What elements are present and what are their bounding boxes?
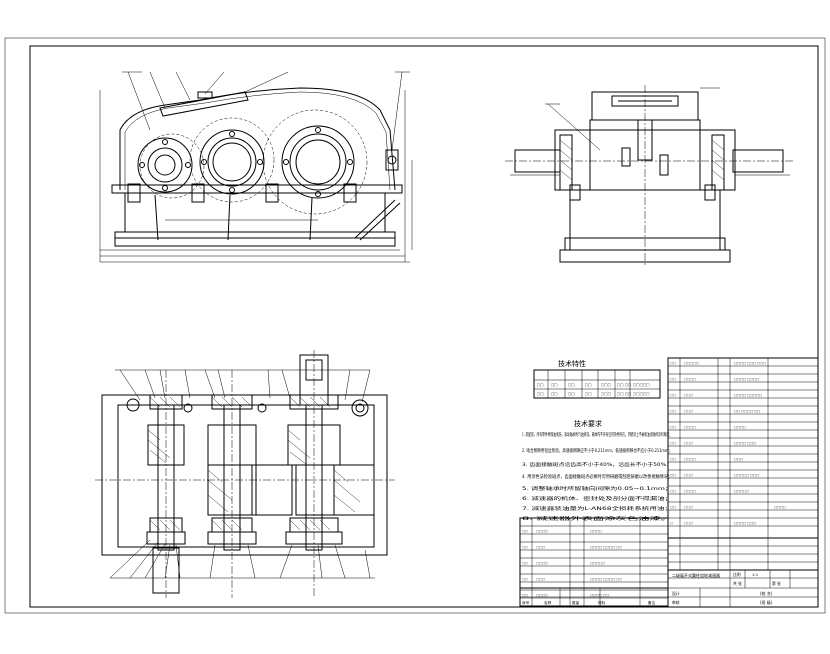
parts-header-material: 材料 bbox=[598, 600, 606, 605]
side-view bbox=[505, 85, 795, 265]
svg-text:□□□□□ □□□: □□□□□ □□□ bbox=[734, 473, 759, 477]
drawing-frame bbox=[29, 45, 819, 608]
parts-list-middle bbox=[667, 537, 819, 571]
svg-text:□□: □□ bbox=[522, 561, 528, 565]
spec-table-title: 技术特性 bbox=[558, 359, 586, 368]
svg-text:□□□□ □□□ □□□: □□□□ □□□ □□□ bbox=[734, 361, 766, 365]
svg-text:□□□□ □□□□□: □□□□ □□□□□ bbox=[734, 393, 762, 397]
plan-section-view bbox=[95, 350, 395, 598]
svg-text:□□□□: □□□□ bbox=[684, 457, 696, 461]
svg-text:□□ □□: □□ □□ bbox=[617, 392, 631, 396]
svg-text:□□□□: □□□□ bbox=[684, 425, 696, 429]
svg-text:□□□□ □□□: □□□□ □□□ bbox=[734, 521, 756, 525]
parts-list-upper: □□□□□□□□□□□ □□□ □□□ □□□□□□□□□□ □□□□ □□□□… bbox=[667, 357, 819, 539]
svg-text:□□: □□ bbox=[537, 383, 544, 387]
title-scale-label: 比例 bbox=[733, 572, 741, 577]
svg-text:□□□: □□□ bbox=[684, 409, 693, 413]
svg-text:□□□□□: □□□□□ bbox=[734, 489, 749, 493]
parts-list-lower: 序号 名称 数量 材料 备注 □□□□□□□□□□ □□□□□□□□□ □□□□… bbox=[519, 517, 669, 607]
technical-requirements: 技术要求 1. 装配前，所有零件用煤油清洗，滚动轴承用汽油清洗，箱体内不许有任何… bbox=[522, 419, 672, 522]
front-view bbox=[99, 71, 413, 263]
tech-req-line-3: 3. 齿面接触斑点沿齿高不小于40%，沿齿长不小于50%； bbox=[522, 461, 672, 468]
svg-text:□□□□ □□□□: □□□□ □□□□ bbox=[734, 377, 759, 381]
svg-text:□□□: □□□ bbox=[684, 521, 693, 525]
svg-text:□□: □□ bbox=[670, 489, 676, 493]
svg-text:□□□□: □□□□ bbox=[536, 593, 548, 597]
svg-text:□□: □□ bbox=[670, 457, 676, 461]
svg-text:□□: □□ bbox=[670, 441, 676, 445]
sheet-outer-border bbox=[4, 37, 826, 614]
svg-text:□□ □□: □□ □□ bbox=[617, 383, 631, 387]
title-class: (班 级) bbox=[760, 599, 773, 605]
svg-text:□□: □□ bbox=[522, 577, 528, 581]
svg-text:□□: □□ bbox=[670, 409, 676, 413]
svg-text:□□□□: □□□□ bbox=[536, 561, 548, 565]
svg-text:□□□□: □□□□ bbox=[536, 529, 548, 533]
title-school: (校 名) bbox=[760, 590, 773, 596]
svg-text:□□: □□ bbox=[670, 377, 676, 381]
svg-text:□□□□: □□□□ bbox=[734, 425, 746, 429]
svg-text:□□: □□ bbox=[537, 392, 544, 396]
svg-text:□□□□ □□: □□□□ □□ bbox=[590, 593, 609, 597]
svg-text:□□□: □□□ bbox=[536, 545, 545, 549]
parts-header-note: 备注 bbox=[648, 600, 656, 605]
title-block-left bbox=[519, 587, 669, 608]
tech-req-line-5: 5. 调整轴承时所留轴向间隙为0.05~0.1mm； bbox=[522, 485, 672, 492]
title-drawing-name: 二级展开式圆柱齿轮减速器 bbox=[672, 572, 720, 578]
tech-req-line-2: 2. 啮合侧隙用铅丝检验，高速级侧隙应不小于0.211mm，低速级侧隙也不应小于… bbox=[522, 447, 672, 454]
spec-table: 技术特性 □□□□□□ □□□□□□□ □□□□□□□ □□□□□□ □□□□□… bbox=[533, 359, 661, 399]
svg-text:□□: □□ bbox=[670, 361, 676, 365]
svg-text:□□□: □□□ bbox=[734, 457, 743, 461]
svg-text:□□: □□ bbox=[522, 593, 528, 597]
title-block: 二级展开式圆柱齿轮减速器 比例 1:1 共 张 第 张 设计 审核 (校 名) … bbox=[667, 569, 819, 608]
svg-text:□□: □□ bbox=[670, 425, 676, 429]
parts-header-no: 序号 bbox=[522, 600, 530, 605]
svg-text:□□□□ □□□□ □□: □□□□ □□□□ □□ bbox=[590, 577, 622, 581]
tech-req-line-4: 4. 用涂色法检验斑点，齿面接触斑点必要时可用研磨或刮后研磨以改善接触情况； bbox=[522, 473, 672, 480]
svg-text:□□□□□: □□□□□ bbox=[633, 392, 650, 396]
svg-text:□□: □□ bbox=[551, 383, 558, 387]
svg-text:□□□□: □□□□ bbox=[774, 505, 786, 509]
tech-req-title: 技术要求 bbox=[574, 419, 602, 428]
svg-text:□□□□□: □□□□□ bbox=[590, 561, 605, 565]
svg-text:□□: □□ bbox=[670, 505, 676, 509]
svg-text:□: □ bbox=[670, 521, 673, 525]
svg-text:□□□: □□□ bbox=[684, 473, 693, 477]
svg-text:□□□: □□□ bbox=[684, 441, 693, 445]
svg-text:□□: □□ bbox=[585, 383, 592, 387]
svg-text:□□: □□ bbox=[585, 392, 592, 396]
svg-text:□□: □□ bbox=[568, 392, 575, 396]
svg-text:□□□: □□□ bbox=[684, 505, 693, 509]
svg-text:□□□□: □□□□ bbox=[684, 377, 696, 381]
tech-req-line-1: 1. 装配前，所有零件用煤油清洗，滚动轴承用汽油清洗，箱体内不许有任何杂物存在。… bbox=[522, 431, 672, 438]
svg-text:□□□□ □□□□ □□: □□□□ □□□□ □□ bbox=[590, 545, 622, 549]
title-scale-value: 1:1 bbox=[752, 572, 759, 577]
tech-req-line-6: 6. 减速器的机体、密封处及剖分面不得漏油； bbox=[522, 495, 672, 502]
svg-text:□□: □□ bbox=[568, 383, 575, 387]
title-sheet-no-label: 第 张 bbox=[772, 581, 781, 586]
svg-text:□□□□ □□□: □□□□ □□□ bbox=[734, 441, 756, 445]
svg-text:□□: □□ bbox=[670, 393, 676, 397]
svg-text:□□: □□ bbox=[670, 473, 676, 477]
svg-text:□□□□: □□□□ bbox=[590, 529, 602, 533]
svg-text:□□□□□: □□□□□ bbox=[684, 361, 699, 365]
svg-text:□□□: □□□ bbox=[684, 393, 693, 397]
parts-header-qty: 数量 bbox=[572, 600, 580, 605]
title-checker-label: 审核 bbox=[672, 600, 680, 605]
tech-req-line-7: 7. 减速器装油量为L-AN68全损耗系统用油； bbox=[522, 505, 672, 512]
svg-text:□□: □□ bbox=[522, 545, 528, 549]
svg-text:□□ □□□□ □□: □□ □□□□ □□ bbox=[734, 409, 760, 413]
svg-text:□□: □□ bbox=[522, 529, 528, 533]
title-sheet-label: 共 张 bbox=[733, 581, 742, 586]
svg-text:□□□: □□□ bbox=[536, 577, 545, 581]
svg-text:□□□□□: □□□□□ bbox=[633, 383, 650, 387]
title-designer-label: 设计 bbox=[672, 591, 680, 596]
svg-text:□□□: □□□ bbox=[601, 392, 611, 396]
svg-text:□□□: □□□ bbox=[601, 383, 611, 387]
svg-text:□□: □□ bbox=[551, 392, 558, 396]
parts-header-name: 名称 bbox=[544, 600, 552, 605]
svg-text:□□□□: □□□□ bbox=[684, 489, 696, 493]
